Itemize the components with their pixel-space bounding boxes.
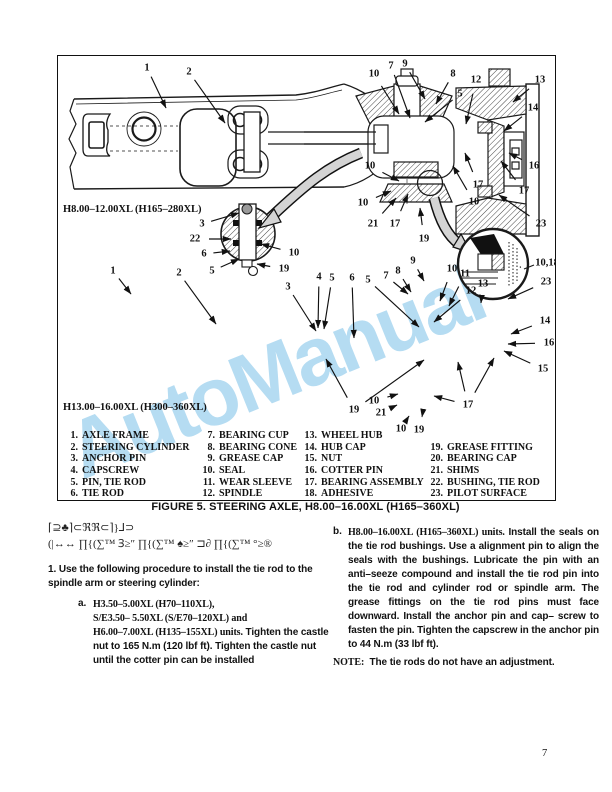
callout-number: 10 [357, 197, 369, 209]
model-label-bottom: H13.00–16.00XL (H300–360XL) [63, 402, 207, 413]
part-item: 21.SHIMS [430, 465, 480, 477]
callout-number: 17 [472, 179, 484, 191]
item-a-model: S/E3.50– 5.50XL (S/E70–120XL) and [93, 613, 248, 624]
callout-number: 10,18 [535, 257, 555, 269]
callout-number: 23 [540, 276, 552, 288]
part-item: 8.BEARING CONE [207, 441, 298, 453]
note-line: NOTE: The tie rods do not have an adjust… [333, 656, 597, 670]
note-text: The tie rods do not have an adjustment. [369, 657, 555, 668]
symbol-line-2: (|↔↔ ∏{(∑™ Ɜ≥″ ∏{(∑™ ♠≥″ ⊐∂ ∏{(∑™ °≥® [48, 538, 272, 550]
part-item: 17.BEARING ASSEMBLY [304, 476, 424, 488]
model-label-top: H8.00–12.00XL (H165–280XL) [63, 204, 202, 215]
seal-magnifier-drawing [456, 227, 535, 301]
callout-number: 21 [367, 218, 379, 230]
callout-number: 2 [186, 66, 192, 78]
part-item: 22.BUSHING, TIE ROD [430, 476, 540, 488]
part-item: 20.BEARING CAP [430, 453, 517, 465]
callout-number: 3 [285, 281, 291, 293]
part-item: 10.SEAL [202, 465, 246, 477]
figure-5-box: AutoManual [57, 55, 556, 501]
callout-number: 17 [389, 218, 401, 230]
figure-drawing [68, 68, 540, 425]
part-item: 6.TIE ROD [70, 488, 124, 500]
callout-number: 21 [375, 407, 387, 419]
part-item: 1.AXLE FRAME [70, 430, 149, 441]
callout-number: 19 [418, 233, 430, 245]
item-b-label: b. [333, 526, 342, 537]
callout-number: 9 [402, 58, 408, 70]
tie-rod-detail-drawing [220, 203, 276, 277]
pointer-band-arrows [257, 147, 473, 255]
callout-number: 12 [465, 285, 477, 297]
callout-number: 19 [278, 263, 290, 275]
figure-caption: FIGURE 5. STEERING AXLE, H8.00–16.00XL (… [151, 501, 460, 513]
callout-number: 1 [110, 265, 116, 277]
part-item: 15.NUT [304, 453, 343, 465]
part-item: 2.STEERING CYLINDER [70, 441, 190, 453]
part-item: 19.GREASE FITTING [430, 441, 533, 453]
callout-number: 12 [470, 74, 482, 86]
callout-number: 15 [537, 363, 549, 375]
callout-number: 10 [446, 263, 458, 275]
callout-number: 13 [477, 278, 489, 290]
part-item: 18.ADHESIVE [304, 488, 374, 500]
callout-number: 9 [410, 255, 416, 267]
item-b-body: Install the seals on the tie rod bushing… [348, 527, 599, 650]
item-a-text: H3.50–5.00XL (H70–110XL), S/E3.50– 5.50XL… [93, 599, 329, 666]
callout-number: 10 [364, 160, 376, 172]
step-1-text: 1. Use the following procedure to instal… [48, 564, 313, 589]
part-item: 5.PIN, TIE ROD [70, 476, 147, 488]
callout-number: 10 [368, 395, 380, 407]
callout-number: 8 [395, 265, 401, 277]
callout-number: 10 [395, 423, 407, 435]
symbol-line-1: ⌈⊇♣⌉⊂ℜℜ⊂⌉}⅃⊃ [48, 522, 135, 534]
callout-number: 8 [450, 68, 456, 80]
callout-number: 1 [144, 62, 150, 74]
callout-number: 11 [460, 268, 470, 280]
callout-number: 10 [288, 247, 300, 259]
callout-number: 6 [201, 248, 207, 260]
callout-number: 19 [348, 404, 360, 416]
axle-frame-drawing [68, 83, 391, 190]
callout-number: 16 [528, 160, 540, 172]
part-item: 3.ANCHOR PIN [70, 453, 147, 465]
callout-number: 5 [329, 272, 335, 284]
part-item: 7.BEARING CUP [207, 430, 289, 441]
item-a-model: H6.00–7.00XL (H135–155XL) units. [93, 627, 243, 638]
callout-number: 7 [388, 60, 394, 72]
callout-number: 5 [365, 274, 371, 286]
part-item: 23.PILOT SURFACE [430, 488, 527, 500]
callout-number: 7 [383, 270, 389, 282]
part-item: 9.GREASE CAP [207, 453, 284, 465]
callout-number: 23 [535, 218, 547, 230]
callout-number: 14 [539, 315, 551, 327]
callout-number: 22 [189, 233, 201, 245]
item-b-models: H8.00–16.00XL (H165–360XL) units. [348, 527, 505, 538]
callout-number: 6 [349, 272, 355, 284]
callout-number: 16 [543, 337, 555, 349]
part-item: 4.CAPSCREW [70, 465, 140, 477]
item-b-text: H8.00–16.00XL (H165–360XL) units. Instal… [348, 526, 599, 652]
callout-number: 5 [209, 265, 215, 277]
part-item: 16.COTTER PIN [304, 465, 383, 477]
callout-number: 3 [199, 218, 205, 230]
callout-number: 17 [462, 399, 474, 411]
callout-number: 4 [316, 271, 322, 283]
callout-number: 13 [534, 74, 546, 86]
part-item: 13.WHEEL HUB [304, 430, 383, 441]
callout-number: 14 [527, 102, 539, 114]
callout-number: 5 [457, 88, 463, 100]
callout-number: 17 [518, 185, 530, 197]
callout-number: 19 [413, 424, 425, 436]
item-a-label: a. [78, 598, 87, 609]
part-item: 14.HUB CAP [304, 441, 366, 453]
item-a-model: H3.50–5.00XL (H70–110XL), [93, 599, 215, 610]
note-label: NOTE: [333, 657, 365, 668]
callout-number: 2 [176, 267, 182, 279]
callout-number: 10 [468, 196, 480, 208]
part-item: 12.SPINDLE [202, 488, 263, 500]
part-item: 11.WEAR SLEEVE [203, 476, 293, 488]
callout-number: 10 [368, 68, 380, 80]
page-number: 7 [542, 748, 548, 759]
